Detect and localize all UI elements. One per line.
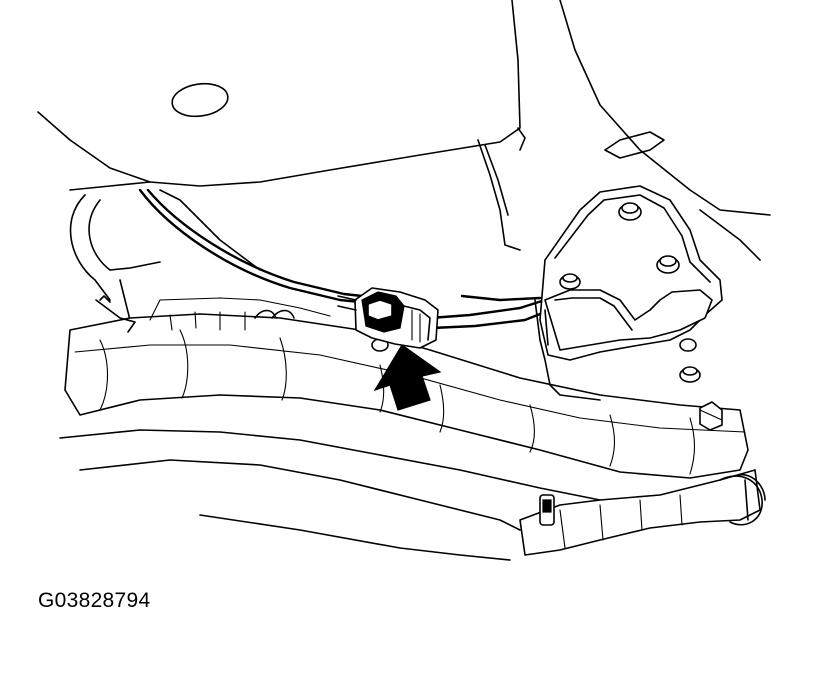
left-cross-member [69, 189, 261, 321]
figure-code-label: G03828794 [38, 589, 151, 612]
bolt-lower-right [679, 338, 697, 352]
bolt-pipe-clamp [699, 401, 723, 431]
bolt-lower [679, 366, 701, 383]
mount-bolts [371, 202, 723, 431]
floor-drain-hole [171, 82, 229, 118]
exhaust-mount-bracket [534, 185, 723, 401]
lower-exhaust-section [59, 429, 766, 561]
bolt-middle [656, 255, 680, 274]
sensor-wire-harness [138, 188, 547, 330]
bolt-top [618, 202, 642, 221]
body-floor-panel [37, 0, 771, 261]
oxygen-sensor-connector [337, 287, 439, 349]
arrow-icon [373, 344, 442, 411]
bolt-left [559, 273, 581, 290]
floor-slot [604, 131, 665, 159]
